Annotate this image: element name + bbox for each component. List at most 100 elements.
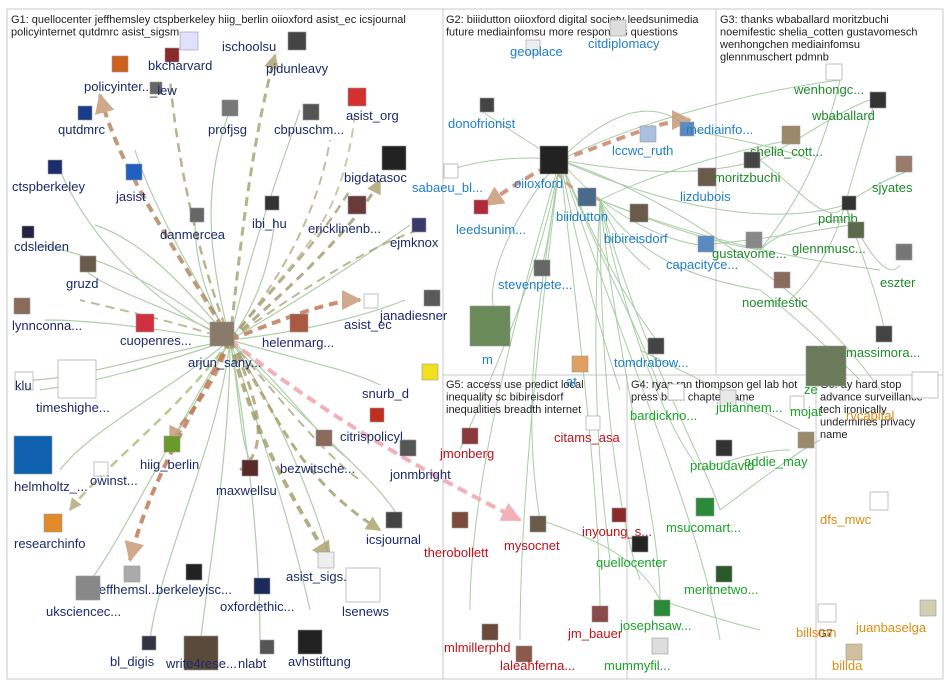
node-avhstiftung[interactable]: avhstiftung (288, 629, 351, 669)
node-asist-sigs[interactable]: asist_sigs... (286, 551, 354, 584)
node-profjsg[interactable]: profjsg (208, 99, 247, 137)
node-citrispolicyl[interactable]: citrispolicyl... (340, 407, 414, 444)
node-avatar (179, 31, 199, 51)
node-massimora[interactable]: massimora... (846, 325, 920, 360)
node-cdsleiden[interactable]: cdsleiden (14, 225, 69, 254)
node-gustavome[interactable]: gustavome... (712, 231, 786, 261)
node-researchinfo[interactable]: researchinfo (14, 513, 86, 551)
node-berkeleyisc[interactable]: berkeleyisc... (156, 563, 232, 597)
node-capacityce[interactable]: capacityce... (666, 235, 738, 272)
node-citdiplomacy[interactable]: citdiplomacy (588, 19, 660, 51)
node-mysocnet[interactable]: mysocnet (504, 515, 560, 553)
node-pdmnb[interactable]: pdmnb (818, 195, 858, 226)
node-jonmbright[interactable]: jonmbright (389, 439, 451, 482)
node-mlmillerphd[interactable]: mlmillerphd (444, 623, 510, 655)
node-shelia-cott[interactable]: shelia_cott... (750, 125, 823, 159)
node-jmonberg[interactable]: jmonberg (439, 427, 494, 461)
node-helenmarg[interactable]: helenmarg... (262, 313, 334, 350)
node-moritzbuchi[interactable]: moritzbuchi (714, 151, 781, 185)
node-donofrionist[interactable]: donofrionist (448, 97, 516, 131)
node-ibi-hu[interactable]: ibi_hu (252, 195, 287, 231)
node-ze[interactable]: ze (804, 345, 847, 397)
node-policyinter[interactable]: policyinter... (84, 55, 153, 94)
node-oxfordethic[interactable]: oxfordethic... (220, 577, 294, 614)
node-snurb-d[interactable]: snurb_d (362, 363, 439, 401)
node-bigdatasoc[interactable]: bigdatasoc (344, 145, 407, 185)
node-bl-digis[interactable]: bl_digis (110, 635, 157, 669)
node-klu[interactable]: klu (14, 371, 34, 393)
node-qutdmrc[interactable]: qutdmrc (58, 105, 105, 137)
node-maxwellsu[interactable]: maxwellsu (216, 459, 277, 498)
node-label: owinst... (90, 473, 138, 488)
node-citams-asa[interactable]: citams_asa (554, 415, 621, 445)
node-ctspberkeley[interactable]: ctspberkeley (12, 159, 85, 194)
node-lynnconna[interactable]: lynnconna... (12, 297, 82, 333)
node-addie-may[interactable]: addie_may (744, 431, 815, 469)
node-eszter[interactable]: eszter (880, 243, 916, 290)
node-glennmusc[interactable]: glennmusc... (792, 221, 866, 256)
node-prabudavid[interactable]: prabudavid (690, 439, 754, 473)
node-asist-org[interactable]: asist_org (346, 87, 399, 123)
node-m[interactable]: m (469, 305, 511, 367)
node-gruzd[interactable]: gruzd (66, 255, 99, 291)
node-at[interactable]: at (566, 355, 589, 389)
node-label: glennmusc... (792, 241, 866, 256)
node-uksciencec[interactable]: uksciencec... (46, 575, 121, 619)
node-ericklinenb[interactable]: ericklinenb... (308, 195, 381, 236)
node-cbpuschm[interactable]: cbpuschm... (274, 103, 344, 137)
node-quellocenter[interactable]: quellocenter (596, 535, 667, 570)
node-write4rese[interactable]: write4rese... (165, 635, 237, 671)
node-noemifestic[interactable]: noemifestic (742, 271, 808, 310)
node-billston[interactable]: billston (796, 603, 836, 640)
node-dfs-mwc[interactable]: dfs_mwc (820, 491, 889, 527)
node-jm-bauer[interactable]: jm_bauer (567, 605, 623, 641)
node-lew[interactable]: _lew (149, 81, 177, 98)
node-wbaballard[interactable]: wbaballard (811, 91, 887, 123)
node-josephsaw[interactable]: josephsaw... (619, 599, 692, 633)
node-billda[interactable]: billda (832, 643, 863, 673)
node-bezwitsche[interactable]: bezwitsche... (280, 429, 355, 476)
node-owinst[interactable]: owinst... (90, 461, 138, 488)
node-lsenews[interactable]: lsenews (342, 567, 389, 619)
node-jeffhemsl[interactable]: jeffhemsl... (95, 565, 159, 597)
node-danmercea[interactable]: danmercea (160, 207, 226, 242)
node-laleahferna[interactable]: laleahferna... (500, 645, 575, 673)
node-biiidutton[interactable]: biiidutton (556, 187, 608, 224)
node-juanbaselga[interactable]: juanbaselga (855, 599, 937, 635)
node-msucomart[interactable]: msucomart... (666, 497, 741, 535)
node-mojat[interactable]: mojat (789, 395, 822, 419)
node-cuopenres[interactable]: cuopenres... (120, 313, 192, 348)
node-oiioxford[interactable]: oiioxford (514, 145, 569, 191)
node-bibireisdorf[interactable]: bibireisdorf (604, 203, 668, 246)
node-lccwc-ruth[interactable]: lccwc_ruth (612, 125, 673, 158)
node-helmholtz[interactable]: helmholtz_... (13, 435, 88, 494)
node-inyoung-s[interactable]: inyoung_s... (582, 507, 652, 539)
node-icsjournal[interactable]: icsjournal (366, 511, 421, 547)
node-sjyates[interactable]: sjyates (872, 155, 913, 195)
node-janadiesner[interactable]: janadiesner (379, 289, 448, 323)
node-nlabt[interactable]: nlabt (238, 639, 275, 671)
node-ejmknox[interactable]: ejmknox (390, 217, 439, 250)
node-hiig-berlin[interactable]: hiig_berlin (140, 435, 199, 472)
node-lizdubois[interactable]: lizdubois (680, 167, 731, 204)
node-arjun-sany[interactable]: arjun_sany... (188, 321, 261, 370)
node-ischoolsu[interactable]: ischoolsu (179, 31, 276, 54)
node-timeshighe[interactable]: timeshighe... (36, 359, 110, 415)
node-jasist[interactable]: jasist (115, 163, 146, 204)
node-meritnetwo[interactable]: meritnetwo... (684, 565, 758, 597)
node-mediainfo[interactable]: mediainfo... (679, 121, 753, 137)
node-geoplace[interactable]: geoplace (510, 39, 563, 59)
node-stevenpete[interactable]: stevenpete... (498, 259, 572, 292)
node-sabaeu-bl[interactable]: sabaeu_bl... (412, 163, 483, 195)
node-rvcapital[interactable]: rvcapital (846, 371, 939, 423)
node-bardickno[interactable]: bardickno... (630, 383, 697, 423)
node-tomdrabow[interactable]: tomdrabow... (614, 337, 688, 370)
node-bkcharvard[interactable]: bkcharvard (148, 47, 212, 73)
node-therobollett[interactable]: therobollett (424, 511, 489, 560)
node-asist-ec[interactable]: asist_ec (344, 293, 392, 332)
node-leedsunim[interactable]: leedsunim... (456, 199, 526, 237)
node-mummyfil[interactable]: mummyfil... (604, 637, 670, 673)
node-pjdunleavy[interactable]: pjdunleavy (266, 31, 329, 76)
node-wenhongc[interactable]: wenhongc... (793, 63, 864, 97)
node-juliannem[interactable]: juliannem... (715, 389, 782, 415)
